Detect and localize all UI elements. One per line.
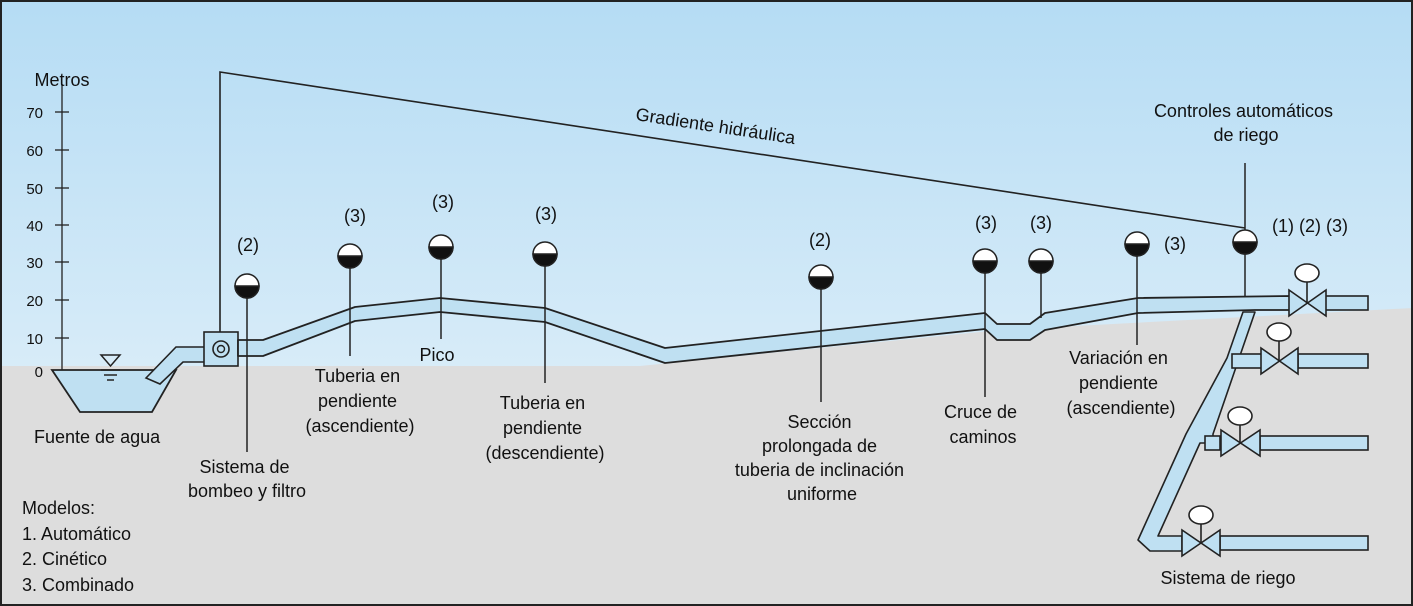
valve-model-label: (3) — [1164, 234, 1186, 254]
air-valve-gauge — [532, 241, 558, 383]
ground — [0, 366, 1413, 606]
air-valve-gauge — [337, 243, 363, 356]
valve-model-label: (2) — [809, 230, 831, 250]
y-axis — [55, 84, 69, 372]
legend-item: 2. Cinético — [22, 549, 107, 569]
water-level-icon — [99, 354, 122, 381]
valve-model-label: (2) — [237, 235, 259, 255]
road-crossing-label: Cruce de caminos — [944, 402, 1022, 447]
air-valves — [234, 229, 1258, 452]
hydraulic-gradient-line — [219, 71, 1246, 335]
y-tick-30: 30 — [26, 255, 43, 272]
valve-model-label: (3) — [432, 192, 454, 212]
y-tick-20: 20 — [26, 293, 43, 310]
water-reservoir — [50, 369, 178, 413]
uphill-pipe-label: Tuberia en pendiente (ascendiente) — [305, 366, 414, 436]
air-valve-gauge — [1232, 229, 1258, 296]
long-section-label: Sección prolongada de tuberia de inclina… — [735, 412, 909, 504]
valve-model-label: (3) — [975, 213, 997, 233]
y-tick-70: 70 — [26, 105, 43, 122]
valve-model-label: (3) — [535, 204, 557, 224]
valve-model-label: (3) — [344, 206, 366, 226]
air-valve-gauge — [234, 273, 260, 452]
lateral-pipe-1 — [1324, 295, 1369, 311]
controls-models-label: (1) (2) (3) — [1272, 216, 1348, 236]
slope-change-label: Variación en pendiente (ascendiente) — [1066, 348, 1175, 418]
controls-label: Controles automáticos de riego — [1154, 101, 1338, 145]
peak-label: Pico — [419, 345, 454, 365]
irrigation-valve — [1288, 263, 1327, 318]
y-tick-60: 60 — [26, 143, 43, 160]
lateral-pipe-4 — [1219, 535, 1369, 551]
main-pipeline — [237, 295, 1291, 364]
irrigation-valve — [1260, 322, 1299, 376]
lateral-pipe-2b — [1297, 353, 1369, 369]
lateral-pipe-3 — [1204, 435, 1221, 451]
irrigation-valve — [1220, 406, 1261, 458]
source-label: Fuente de agua — [34, 427, 161, 447]
downhill-pipe-label: Tuberia en pendiente (descendiente) — [485, 393, 604, 463]
y-tick-10: 10 — [26, 331, 43, 348]
irrigation-system-label: Sistema de riego — [1160, 568, 1295, 588]
y-tick-40: 40 — [26, 218, 43, 235]
air-valve-gauge — [1124, 231, 1150, 345]
y-tick-0: 0 — [35, 364, 43, 381]
models-legend: Modelos: 1. Automático 2. Cinético 3. Co… — [22, 498, 134, 595]
pump-icon — [212, 340, 230, 358]
legend-title: Modelos: — [22, 498, 95, 518]
air-valve-gauge — [428, 234, 454, 339]
lateral-pipe-2 — [1231, 353, 1263, 369]
irrigation-valve — [1181, 505, 1221, 558]
y-axis-unit: Metros — [34, 70, 89, 90]
y-tick-50: 50 — [26, 181, 43, 198]
valve-model-label: (3) — [1030, 213, 1052, 233]
legend-item: 1. Automático — [22, 524, 131, 544]
air-valve-gauge — [972, 248, 998, 397]
air-valve-gauge — [808, 264, 834, 402]
legend-item: 3. Combinado — [22, 575, 134, 595]
air-valve-gauge — [1028, 248, 1054, 318]
pump-label: Sistema de bombeo y filtro — [188, 457, 306, 501]
lateral-pipe-3b — [1259, 435, 1369, 451]
